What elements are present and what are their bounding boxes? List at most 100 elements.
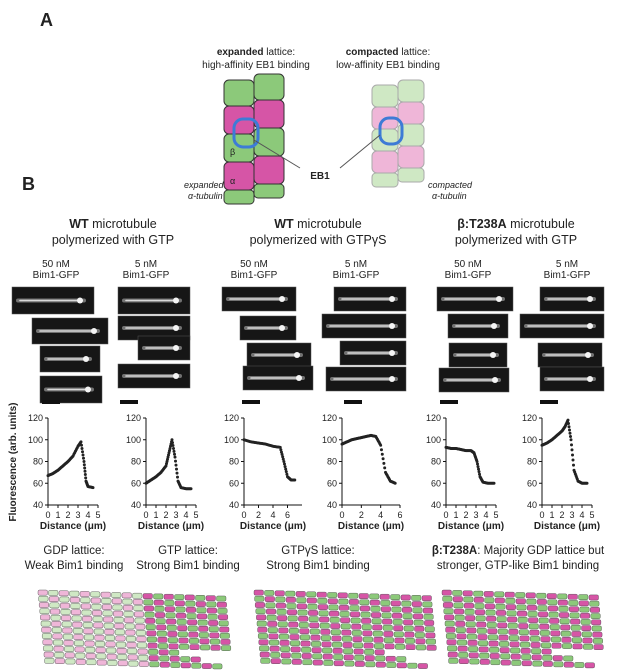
tubulin-subunit <box>537 605 548 611</box>
tubulin-subunit <box>270 652 281 658</box>
data-point <box>82 456 85 460</box>
tubulin-subunit <box>500 653 511 660</box>
condition-label-3a: 50 nM <box>240 259 268 270</box>
tubulin-subunit <box>253 589 264 596</box>
x-tick-label: 1 <box>55 510 60 520</box>
x-axis-label: Distance (μm) <box>338 521 404 532</box>
tubulin-subunit <box>547 599 558 606</box>
y-tick-label: 80 <box>131 457 141 467</box>
tubulin-subunit <box>515 598 526 605</box>
tubulin-subunit <box>510 647 521 654</box>
data-point <box>84 476 88 480</box>
tubulin-subunit <box>349 605 360 611</box>
tubulin-subunit <box>300 634 310 641</box>
x-axis-label: Distance (μm) <box>138 521 204 532</box>
data-point <box>382 461 386 465</box>
tubulin-subunit <box>423 607 433 614</box>
tubulin-subunit <box>572 637 582 643</box>
data-point <box>80 443 83 447</box>
tubulin-subunit <box>83 634 94 641</box>
tubulin-subunit <box>278 627 289 634</box>
tubulin-subunit <box>279 633 289 640</box>
data-point <box>79 440 83 444</box>
tubulin-subunit <box>327 592 338 598</box>
tubulin-subunit <box>256 614 267 621</box>
tubulin-subunit <box>198 632 209 638</box>
tubulin-subunit <box>212 663 223 670</box>
data-point <box>570 443 573 447</box>
tubulin-subunit <box>489 653 500 659</box>
y-tick-label: 40 <box>431 500 441 510</box>
tubulin-subunit <box>75 652 86 659</box>
tubulin-subunit <box>73 634 84 640</box>
panel-a-letter: A <box>40 10 53 30</box>
tubulin-subunit <box>187 625 198 632</box>
gtp-lattice-label-2: Strong Bim1 binding <box>136 560 240 572</box>
data-point <box>476 462 479 466</box>
tubulin-subunit <box>363 642 374 649</box>
tubulin-subunit <box>365 661 376 668</box>
tubulin-subunit <box>111 598 122 605</box>
tubulin-subunit <box>560 624 571 631</box>
alpha-label: α <box>230 176 235 186</box>
tubulin-subunit <box>269 645 280 652</box>
eb1-binding-site-compacted <box>378 116 404 146</box>
tubulin-subunit <box>145 618 156 624</box>
tubulin-subunit <box>475 609 485 616</box>
tubulin-subunit <box>488 640 499 647</box>
tubulin-subunit <box>287 615 298 622</box>
tubulin-subunit <box>381 612 392 619</box>
tubulin-subunit <box>563 655 574 662</box>
micrograph-tile <box>117 363 191 389</box>
tubulin-subunit <box>188 638 199 644</box>
compacted-tubulin-label-1: compacted <box>428 180 473 190</box>
tubulin-subunit <box>122 598 133 605</box>
x-tick-label: 5 <box>193 510 198 520</box>
condition-label-1a: 50 nM <box>42 259 70 270</box>
tubulin-subunit <box>177 625 188 631</box>
tubulin-subunit <box>549 624 560 630</box>
tubulin-subunit <box>342 642 353 648</box>
x-tick-label: 0 <box>443 510 448 520</box>
tubulin-subunit <box>330 629 341 636</box>
data-point <box>283 465 287 469</box>
tubulin-subunit <box>195 595 206 601</box>
scale-bar <box>440 400 458 404</box>
tubulin-subunit <box>154 606 165 612</box>
y-tick-label: 40 <box>131 500 141 510</box>
tubulin-subunit <box>548 605 558 612</box>
tubulin-subunit <box>159 661 170 668</box>
tubulin-subunit <box>137 648 148 655</box>
tubulin-subunit <box>457 645 468 652</box>
tubulin-subunit <box>446 633 456 639</box>
tubulin-subunit <box>465 621 476 628</box>
tubulin-subunit <box>63 640 74 646</box>
tubulin-subunit <box>165 612 176 619</box>
micrograph-tile <box>448 342 508 368</box>
tubulin-subunit <box>375 655 386 662</box>
tubulin-subunit <box>477 634 488 640</box>
data-point <box>571 453 574 457</box>
tubulin-subunit <box>412 607 423 614</box>
tubulin-subunit <box>582 637 593 644</box>
tubulin-subunit <box>479 652 490 659</box>
tubulin-subunit <box>191 662 202 669</box>
tubulin-subunit <box>209 638 220 645</box>
tubulin-subunit <box>413 613 423 620</box>
tubulin-subunit <box>322 647 333 654</box>
tubulin-subunit <box>123 611 134 617</box>
tubulin-subunit <box>553 661 564 668</box>
x-tick-label: 2 <box>559 510 564 520</box>
tubulin-subunit <box>157 637 168 643</box>
y-tick-label: 120 <box>426 413 441 423</box>
tubulin-subunit <box>570 618 581 625</box>
condition-label-6a: 5 nM <box>556 259 578 270</box>
tubulin-subunit <box>142 593 153 599</box>
micrograph-tile <box>519 313 605 339</box>
tubulin-subunit <box>486 616 497 622</box>
tubulin-subunit <box>208 626 219 632</box>
tubulin-subunit <box>370 606 381 612</box>
tubulin-subunit <box>61 615 72 621</box>
tubulin-subunit <box>54 652 65 658</box>
y-tick-label: 80 <box>327 457 337 467</box>
